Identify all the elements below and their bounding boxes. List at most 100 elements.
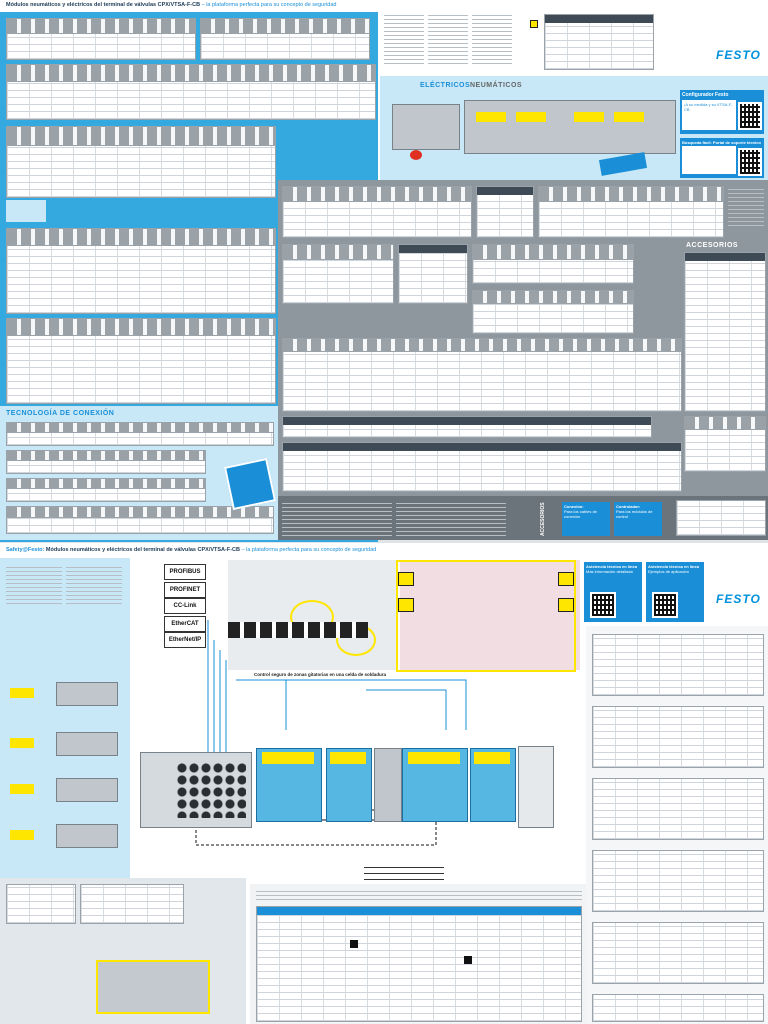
tech-support-text-1: Más información detallada: [586, 569, 633, 574]
electricos-heading: ELÉCTRICOS: [420, 82, 471, 89]
warning-sign-3: [558, 572, 574, 586]
valve-label-3: [574, 112, 604, 122]
cpx-connectors: [176, 762, 246, 818]
module-table-5: [6, 228, 276, 314]
accessories-table: [684, 252, 766, 412]
controlador-box-text: Para los módulos de control: [616, 509, 653, 519]
matrix-black-cell-1: [350, 940, 358, 948]
configurator-title: Configurador Festo: [682, 92, 729, 98]
top-title: Módulos neumáticos y eléctricos del term…: [6, 2, 337, 8]
valve-block-3-label: [408, 752, 460, 764]
protocol-profinet: PROFINET: [164, 582, 206, 598]
accessories-table-2: [684, 416, 766, 472]
tech-support-box-1: Asistencia técnica en línea Más informac…: [584, 562, 642, 622]
valve-label-1: [476, 112, 506, 122]
festo-logo-bottom: FESTO: [716, 592, 761, 606]
mini-terminal-1: [56, 682, 118, 706]
warning-sign-2: [398, 598, 414, 612]
warning-sign-4: [558, 598, 574, 612]
accessories-table-3: [676, 500, 766, 536]
overview-graphic-2: [10, 730, 120, 760]
pneumatic-table-3: [538, 186, 724, 238]
mini-terminal-2: [56, 732, 118, 756]
red-emergency-button: [410, 150, 422, 160]
valve-block-4-label: [474, 752, 510, 764]
configurator-inner: ¡A su medida y su VTSA-F-CB: [682, 100, 736, 130]
festo-logo-top: FESTO: [716, 48, 761, 62]
safety-functions-table: [544, 14, 654, 70]
qr-code-configurator[interactable]: [738, 102, 762, 130]
conexion-box: Conexión: Para los cables de conexión: [562, 502, 610, 536]
configurator-box: Configurador Festo ¡A su medida y su VTS…: [680, 90, 764, 134]
config-diagram-1: [592, 634, 764, 696]
diagram-caption: Control seguro de zonas gitatorias en un…: [254, 672, 387, 677]
tech-support-box-2: Asistencia técnica en línea Ejemplos de …: [646, 562, 704, 622]
module-table-1: [6, 18, 196, 60]
overview-graphic-3: [10, 776, 120, 806]
module-table-4: [6, 126, 276, 198]
pneumatic-table-5: [398, 244, 468, 304]
cable-table-2: [80, 884, 184, 924]
valve-block-2-label: [330, 752, 366, 764]
accesorios-heading: ACCESORIOS: [686, 242, 739, 249]
qr-code-tech-1[interactable]: [590, 592, 616, 618]
connection-table-3: [6, 478, 206, 502]
configurator-line: ¡A su medida y su VTSA-F-CB: [684, 102, 733, 112]
module-table-6: [6, 318, 276, 404]
qr-code-tech-2[interactable]: [652, 592, 678, 618]
tech-support-title-1: Asistencia técnica en línea: [586, 564, 637, 569]
intro-text-column-2: [428, 14, 468, 64]
protocol-ethernet-ip: EtherNet/IP: [164, 632, 206, 648]
conexion-heading: TECNOLOGÍA DE CONEXIÓN: [6, 410, 115, 417]
pneumatic-table-7: [472, 290, 634, 334]
io-icon-row: [228, 622, 368, 638]
config-diagram-4: [592, 850, 764, 912]
tech-support-text-2: Ejemplos de aplicación: [648, 569, 689, 574]
module-table-2: [200, 18, 370, 60]
matrix-black-cell-2: [464, 956, 472, 964]
connection-table-2: [6, 450, 206, 474]
bottom-title: Safety@Festo: Módulos neumáticos y eléct…: [6, 547, 377, 553]
zone-yellow-3: [10, 784, 34, 794]
pneumatic-table-1: [282, 186, 472, 238]
protocol-profibus: PROFIBUS: [164, 564, 206, 580]
legend-box: [364, 862, 444, 880]
support-portal-title: Búsqueda fácil: Portal de soporte técnic…: [682, 140, 761, 145]
qr-code-support[interactable]: [738, 148, 762, 176]
warning-sign-1: [398, 572, 414, 586]
vtsa-valve-terminal: [464, 100, 676, 154]
pneumatic-table-6: [472, 244, 634, 284]
support-portal-box: Búsqueda fácil: Portal de soporte técnic…: [680, 138, 764, 178]
pneumatic-note: [728, 186, 764, 226]
safety-warning-icon: [530, 20, 538, 28]
intro-text-column-3: [472, 14, 512, 64]
brochure-thumbnail: [223, 457, 277, 511]
pneumatic-table-10: [282, 442, 682, 492]
footer-text-1: [282, 500, 392, 536]
overview-graphic-1: [10, 680, 120, 710]
mini-terminal-3: [56, 778, 118, 802]
bottom-terminal-photo: [96, 960, 210, 1014]
connection-table-4: [6, 506, 274, 534]
zone-yellow-4: [10, 830, 34, 840]
module-table-3: [6, 64, 376, 120]
valve-block-1-label: [262, 752, 314, 764]
warning-column-frame: [396, 560, 576, 672]
intro-text-column-1: [384, 14, 424, 64]
intro-paragraph: [6, 564, 62, 604]
overview-graphic-4: [10, 822, 120, 852]
controlador-box-title: Controlador:: [616, 504, 641, 509]
pneumatic-table-4: [282, 244, 394, 304]
tech-support-title-2: Asistencia técnica en línea: [648, 564, 699, 569]
config-diagram-6: [592, 994, 764, 1022]
controlador-box: Controlador: Para los módulos de control: [614, 502, 662, 536]
neumaticos-heading: NEUMÁTICOS: [470, 82, 523, 89]
end-plate: [518, 746, 554, 828]
compatibility-matrix: [256, 906, 582, 1022]
config-diagram-3: [592, 778, 764, 840]
accesorios-vertical-label: ACCESORIOS: [540, 502, 546, 536]
pneumatic-table-2: [476, 186, 534, 238]
welding-cell-illustration-right: [400, 560, 580, 670]
zone-yellow-2: [10, 738, 34, 748]
config-diagram-5: [592, 922, 764, 984]
